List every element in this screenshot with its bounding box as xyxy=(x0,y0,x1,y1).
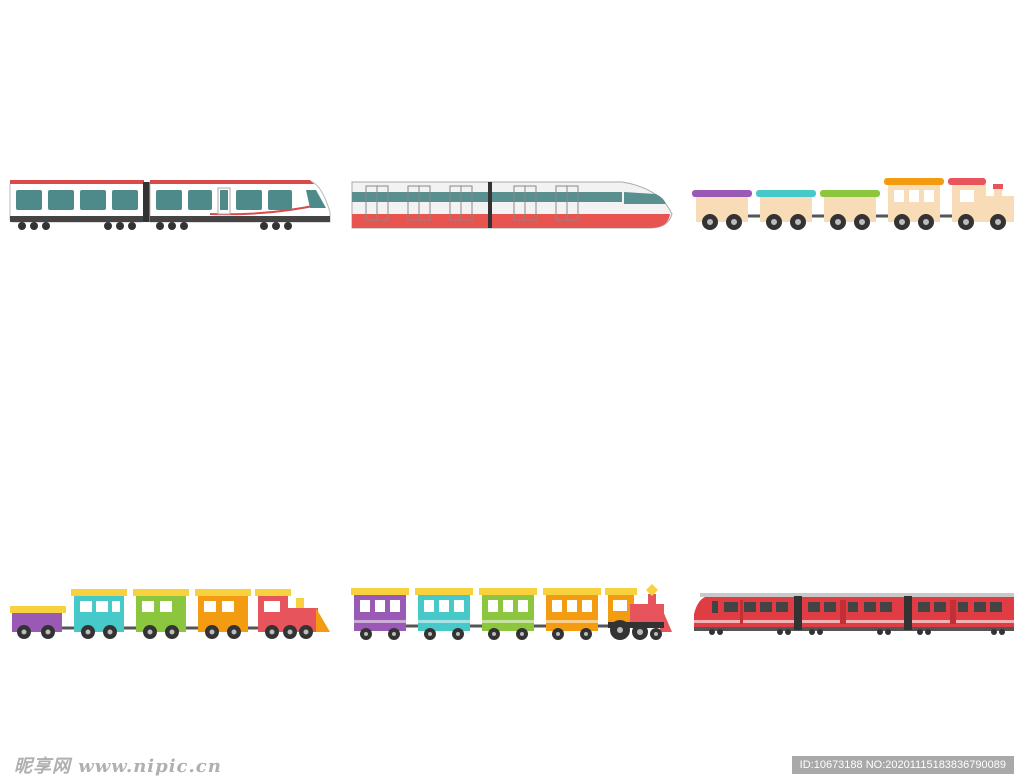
red-passenger-train xyxy=(694,593,1014,635)
white-commuter-train xyxy=(9,180,331,230)
watermark-site: 昵享网 www.nipic.cn xyxy=(14,756,222,777)
watermark-id: ID:10673188 NO:20201115183836790089 xyxy=(791,756,1014,774)
white-high-speed-train xyxy=(351,181,673,229)
colorful-toy-train-left xyxy=(10,589,330,639)
pastel-toy-train xyxy=(692,178,1014,230)
colorful-steam-train xyxy=(351,584,672,640)
